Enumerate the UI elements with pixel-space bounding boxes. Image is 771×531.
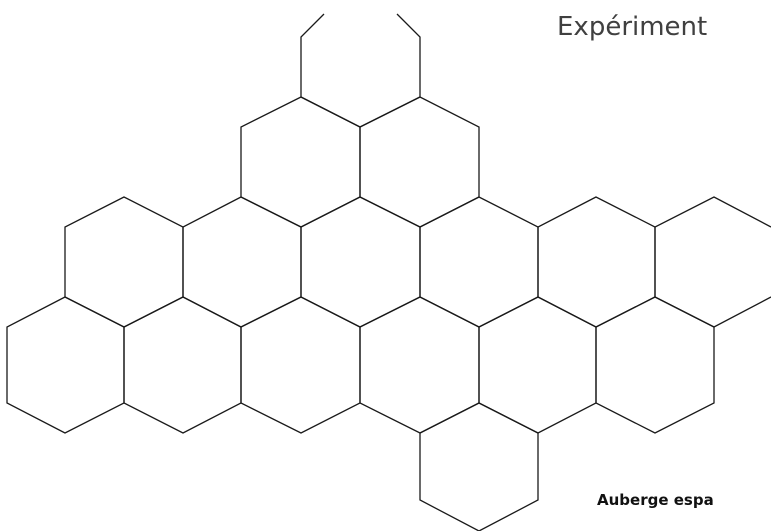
hexagon-cell-r2-c2 [300, 196, 421, 328]
hexagon-cell-r0-c1 [300, 13, 421, 128]
hexagon-cell-r3-c1 [123, 296, 242, 434]
hexagon-cell-r2-c1 [182, 196, 302, 328]
diagram-caption: Auberge espa [597, 491, 714, 509]
hexagon-cell-r2-c0 [64, 196, 184, 328]
hexagon-cell-r3-c5 [595, 296, 715, 434]
hexagon-cell-r3-c2 [240, 296, 361, 434]
row-3-hexagons [64, 196, 771, 328]
hexagon-cell-r1-c2 [359, 96, 480, 228]
row-2-hexagons [240, 96, 480, 228]
hexagon-cell-r2-c5 [654, 196, 771, 328]
row-4-hexagons [6, 296, 715, 434]
hexagon-cell-r3-c0 [6, 296, 125, 434]
hexagon-cell-r2-c4 [537, 196, 656, 328]
bottom-hexagon [419, 402, 539, 531]
hexagon-cell-r4-c3 [419, 402, 539, 531]
top-partial-hexagons [300, 13, 421, 128]
hexagon-cell-r1-c1 [240, 96, 361, 228]
slide-title: Expériment [557, 12, 708, 42]
hexagon-cell-r2-c3 [419, 196, 539, 328]
